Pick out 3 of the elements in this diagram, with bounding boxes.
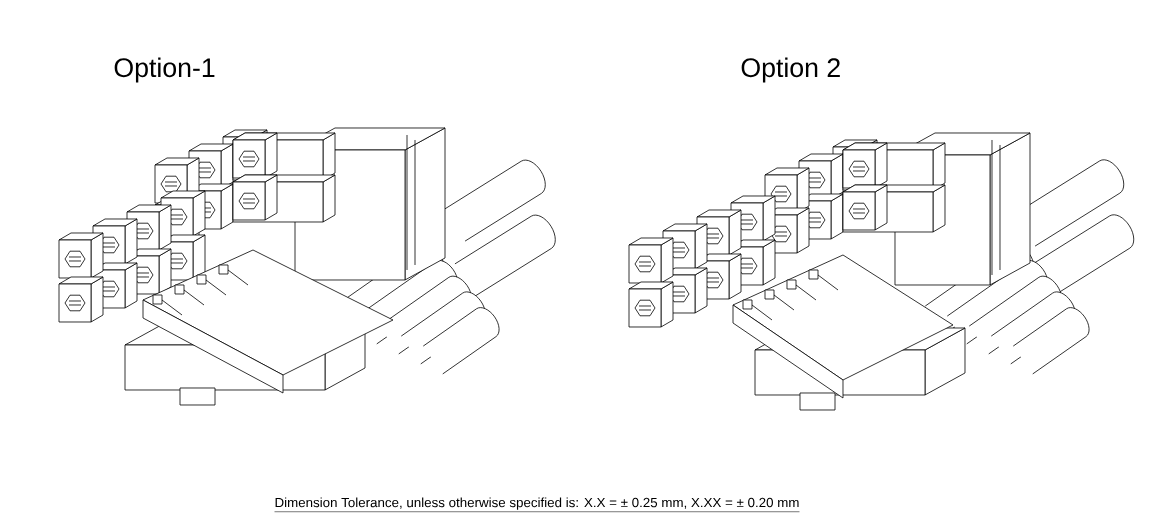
option-title: Option 2 — [741, 57, 840, 83]
option-title: Option-1 — [114, 57, 215, 83]
tolerance-note: Dimension Tolerance, unless otherwise specified is: X.X = ± 0.25 mm, X.XX = ± 0.20 mm — [274, 497, 800, 512]
